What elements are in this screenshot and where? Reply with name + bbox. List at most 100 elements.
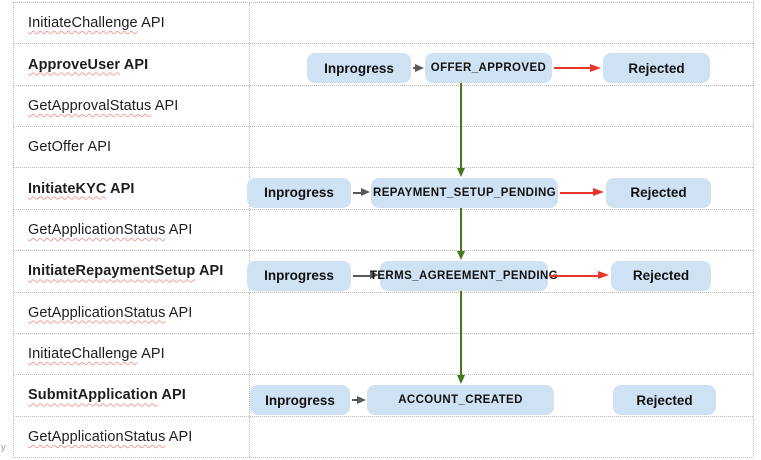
state-box-label: ACCOUNT_CREATED	[398, 394, 523, 407]
state-box: TERMS_AGREEMENT_PENDING	[370, 260, 558, 291]
reject-arrow-red-line	[554, 67, 592, 70]
api-label-suffix: API	[120, 56, 149, 73]
api-label-suffix: API	[165, 221, 193, 238]
api-name-cell: GetApprovalStatus API	[14, 85, 250, 127]
rejected-box-label: Rejected	[628, 60, 685, 76]
flow-cell	[250, 3, 753, 43]
inprogress-box: Inprogress	[307, 53, 411, 84]
api-label: GetOffer API	[28, 139, 112, 156]
api-name-cell: GetApplicationStatus API	[14, 416, 250, 457]
state-box-label: OFFER_APPROVED	[430, 62, 547, 75]
state-box: OFFER_APPROVED	[425, 53, 552, 84]
flow-cell	[250, 127, 753, 167]
flow-cell	[250, 417, 753, 457]
rejected-box: Rejected	[603, 53, 710, 84]
api-row: InitiateChallenge API	[14, 3, 753, 45]
api-row: GetOffer API	[14, 127, 753, 169]
success-arrow-green-line	[460, 83, 462, 170]
api-row: GetApplicationStatus API	[14, 292, 753, 334]
api-label: InitiateRepaymentSetup API	[28, 263, 223, 279]
rejected-box-label: Rejected	[632, 268, 690, 284]
success-arrow-green-head	[456, 250, 465, 260]
transition-arrow-gray-line	[353, 191, 363, 194]
state-box: ACCOUNT_CREATED	[367, 385, 554, 416]
api-name-cell: GetApplicationStatus API	[14, 209, 250, 251]
api-name-cell: GetOffer API	[14, 127, 250, 168]
transition-arrow-gray-head	[370, 271, 379, 280]
api-name-cell: GetApplicationStatus API	[14, 292, 250, 333]
transition-arrow-gray-head	[357, 395, 366, 404]
rejected-box: Rejected	[611, 260, 711, 291]
clipped-text-fragment: y	[1, 442, 6, 452]
spellchecked-word: InitiateRepaymentSetup	[28, 263, 196, 280]
reject-arrow-red-head	[593, 188, 604, 197]
transition-arrow-gray-head	[415, 63, 424, 72]
flow-cell	[250, 293, 753, 333]
api-row: ApproveUser API	[14, 44, 753, 86]
inprogress-box: Inprogress	[247, 260, 351, 291]
inprogress-box-label: Inprogress	[264, 185, 334, 201]
success-arrow-green-line	[460, 207, 462, 253]
api-label: GetApplicationStatus API	[28, 305, 192, 321]
api-name-cell: InitiateKYC API	[14, 168, 250, 209]
api-label-suffix: API	[165, 304, 193, 321]
api-label-suffix: API	[165, 428, 193, 445]
api-label: GetApplicationStatus API	[28, 429, 192, 445]
flow-cell	[250, 334, 753, 374]
spellchecked-word: InitiateKYC	[28, 180, 107, 197]
success-arrow-green-line	[460, 290, 462, 378]
api-label-suffix: API	[195, 263, 224, 280]
api-label: GetApplicationStatus API	[28, 222, 192, 238]
api-label: InitiateChallenge API	[28, 346, 165, 362]
reject-arrow-red-line	[560, 191, 595, 194]
spellchecked-word: GetApplicationStatus	[28, 221, 166, 238]
api-label: GetApprovalStatus API	[28, 98, 178, 114]
api-row: GetApplicationStatus API	[14, 209, 753, 252]
inprogress-box: Inprogress	[247, 177, 351, 208]
inprogress-box-label: Inprogress	[265, 392, 335, 408]
state-box-label: TERMS_AGREEMENT_PENDING	[369, 269, 559, 282]
flow-cell	[250, 86, 753, 126]
api-name-cell: SubmitApplication API	[14, 375, 250, 416]
api-label-suffix: API	[157, 387, 186, 404]
rejected-box-label: Rejected	[636, 392, 693, 408]
inprogress-box-label: Inprogress	[264, 268, 334, 284]
api-label: ApproveUser API	[28, 57, 148, 73]
state-box: REPAYMENT_SETUP_PENDING	[371, 177, 558, 208]
api-label: SubmitApplication API	[28, 387, 186, 403]
api-row: GetApprovalStatus API	[14, 85, 753, 128]
api-row: SubmitApplication API	[14, 375, 753, 417]
api-label-suffix: API	[106, 180, 135, 197]
spellchecked-word: GetApplicationStatus	[28, 428, 166, 445]
reject-arrow-red-head	[598, 271, 609, 280]
rejected-box: Rejected	[606, 177, 711, 208]
inprogress-box: Inprogress	[250, 385, 350, 416]
api-label-suffix: API	[137, 346, 165, 363]
spellchecked-word: GetApplicationStatus	[28, 304, 166, 321]
transition-arrow-gray-line	[352, 399, 359, 402]
api-label: InitiateKYC API	[28, 181, 135, 197]
api-label-suffix: API	[151, 97, 179, 114]
api-label: InitiateChallenge API	[28, 15, 165, 31]
api-row: InitiateRepaymentSetup API	[14, 251, 753, 293]
spellchecked-word: SubmitApplication	[28, 387, 158, 404]
flow-cell	[250, 210, 753, 250]
success-arrow-green-head	[456, 375, 465, 385]
spellchecked-word: InitiateChallenge	[28, 15, 138, 32]
spellchecked-word: ApproveUser	[28, 56, 121, 73]
reject-arrow-red-head	[590, 63, 601, 72]
state-box-label: REPAYMENT_SETUP_PENDING	[372, 186, 557, 199]
api-name-cell: ApproveUser API	[14, 44, 250, 85]
transition-arrow-gray-line	[353, 274, 372, 277]
api-name-cell: InitiateRepaymentSetup API	[14, 251, 250, 292]
rejected-box-label: Rejected	[630, 185, 687, 201]
api-name-cell: InitiateChallenge API	[14, 333, 250, 375]
api-row: GetApplicationStatus API	[14, 416, 753, 457]
rejected-box: Rejected	[613, 385, 716, 416]
inprogress-box-label: Inprogress	[324, 60, 394, 76]
api-label-suffix: API	[137, 15, 165, 32]
api-name-cell: InitiateChallenge API	[14, 3, 250, 44]
spellchecked-word: GetApprovalStatus	[28, 97, 152, 114]
